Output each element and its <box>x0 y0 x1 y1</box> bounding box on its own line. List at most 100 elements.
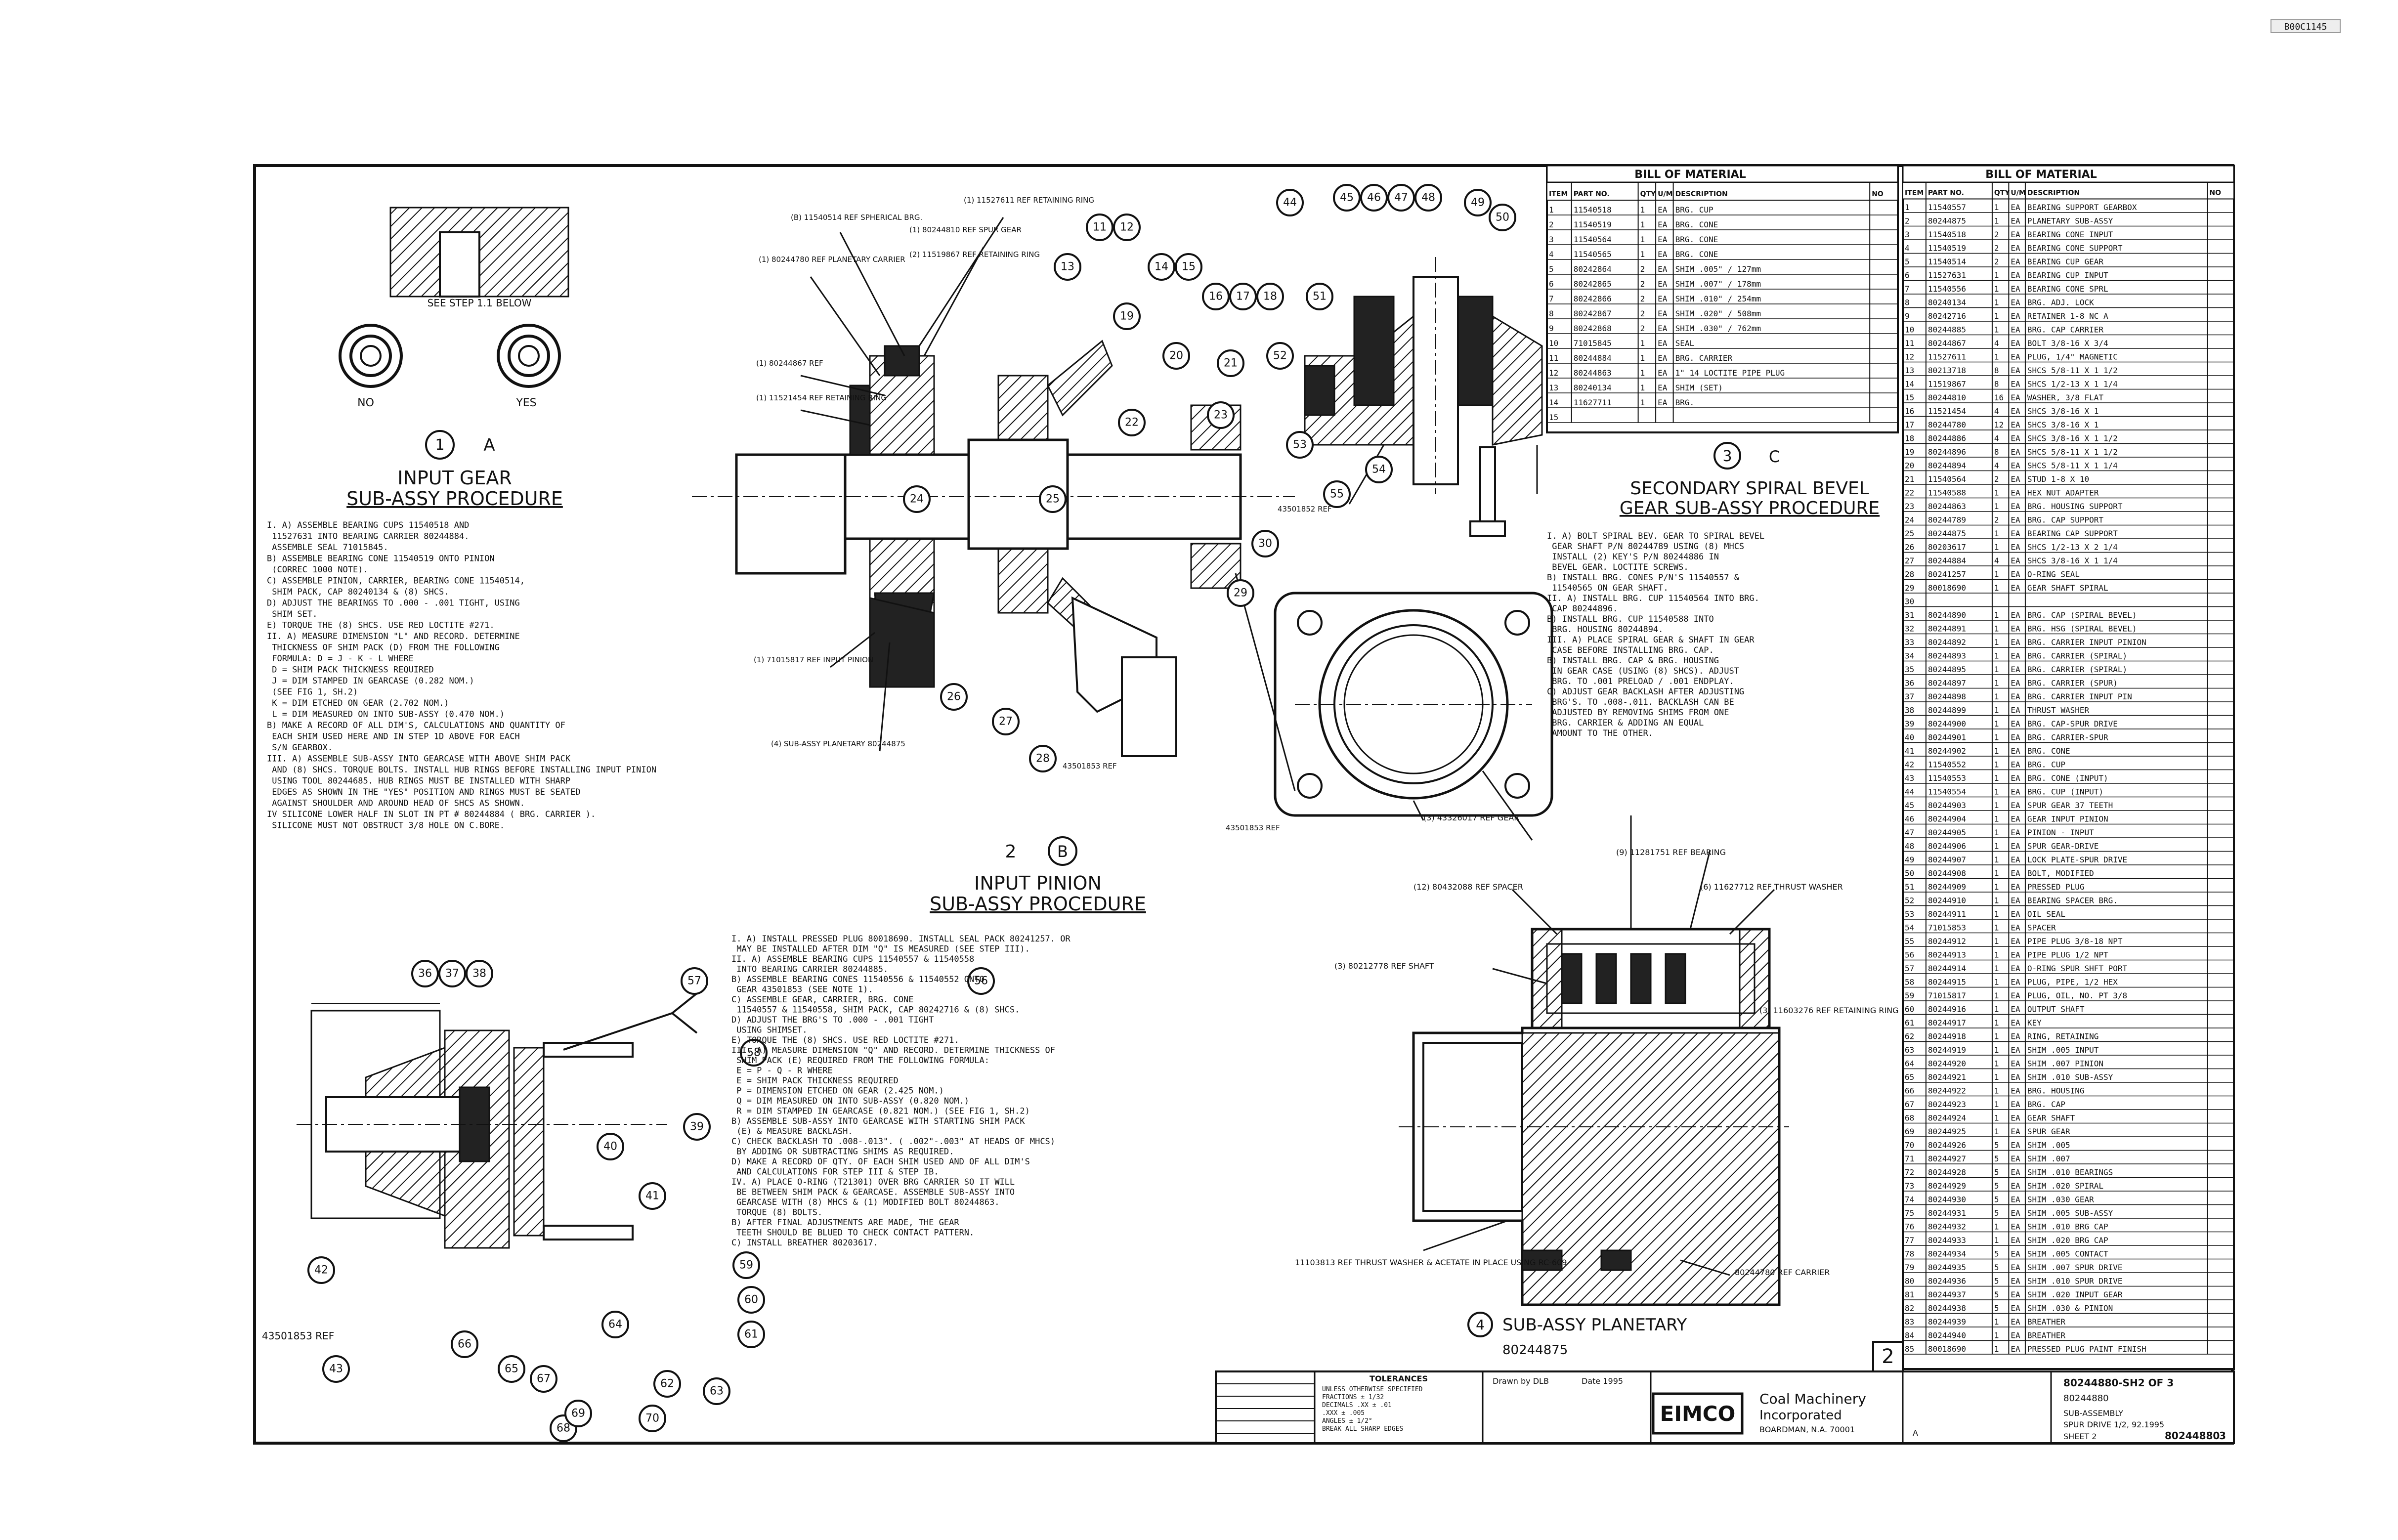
bom-cell: 5 <box>1994 1168 1999 1177</box>
svg-text:(1) 80244810 REF SPUR GEAR: (1) 80244810 REF SPUR GEAR <box>909 225 1022 234</box>
bom-cell: 1 <box>1994 801 1999 810</box>
step-line: C) ASSEMBLE GEAR, CARRIER, BRG. CONE <box>731 995 913 1005</box>
bom-cell: EA <box>2011 434 2020 443</box>
bom-cell: 1 <box>1994 298 1999 307</box>
sheet-box: A <box>1913 1428 1918 1438</box>
svg-text:65: 65 <box>505 1363 518 1375</box>
bom-cell: 80244896 <box>1928 447 1966 457</box>
bom-cell: 41 <box>1905 746 1914 756</box>
bom-cell: 80244863 <box>1928 502 1966 511</box>
item-bubble: 45 <box>1333 184 1361 212</box>
bom-cell: SHIM .020" / 508mm <box>1675 309 1761 318</box>
bom-cell: EA <box>2011 474 2020 484</box>
bom-cell: 4 <box>1994 434 1999 443</box>
bom-cell: 80 <box>1905 1277 1914 1286</box>
bom-cell: 3 <box>1549 235 1554 244</box>
svg-text:62: 62 <box>660 1378 674 1390</box>
bom-cell: 80244937 <box>1928 1290 1966 1299</box>
bom-cell: 1 <box>1994 964 1999 973</box>
bom-cell: 11527631 <box>1928 271 1966 280</box>
bom-cell: 85 <box>1905 1344 1914 1354</box>
bom-cell: 83 <box>1905 1317 1914 1326</box>
bom-cell: EA <box>2011 801 2020 810</box>
bom-cell: 1 <box>1994 583 1999 593</box>
bom-cell: 1 <box>1994 991 1999 1000</box>
bom-cell: RETAINER 1-8 NC A <box>2027 311 2108 321</box>
bom-cell: PRESSED PLUG <box>2027 882 2085 892</box>
bom-cell: 80244924 <box>1928 1113 1966 1123</box>
bom-cell: EA <box>2011 1304 2020 1313</box>
bom-cell: EA <box>2011 1045 2020 1055</box>
bom-cell: 1 <box>1994 1344 1999 1354</box>
bom-cell: SHIM .005 INPUT <box>2027 1045 2099 1055</box>
bom-cell: 67 <box>1905 1100 1914 1109</box>
bom-cell: EA <box>1658 353 1668 363</box>
bom-cell: SHIM .007 PINION <box>2027 1059 2103 1069</box>
bom-cell: BEARING CONE INPUT <box>2027 230 2113 239</box>
bom-cell: 80244902 <box>1928 746 1966 756</box>
view-b-title: INPUT PINION <box>974 872 1102 894</box>
bom-cell: SPUR GEAR-DRIVE <box>2027 842 2099 851</box>
bom-cell: 69 <box>1905 1127 1914 1136</box>
bom-cell: 14 <box>1549 398 1558 407</box>
bom-cell: OUTPUT SHAFT <box>2027 1005 2085 1014</box>
step-line: L = DIM MEASURED ON INTO SUB-ASSY (0.470… <box>267 710 505 720</box>
bom-cell: 5 <box>1905 257 1910 266</box>
svg-text:13: 13 <box>1061 261 1074 273</box>
bom-cell: EA <box>2011 352 2020 362</box>
bom-cell: BEARING CUP GEAR <box>2027 257 2103 266</box>
item-bubble: 12 <box>1113 214 1141 241</box>
bom-cell: EA <box>2011 284 2020 294</box>
step-line: B) AFTER FINAL ADJUSTMENTS ARE MADE, THE… <box>731 1218 959 1228</box>
bom-cell: EA <box>2011 896 2020 905</box>
ring-yes-icon <box>497 324 561 388</box>
bom-cell: 4 <box>1994 461 1999 471</box>
bom-cell: THRUST WASHER <box>2027 706 2090 715</box>
bom-cell: 1 <box>1994 1127 1999 1136</box>
bom-cell: EA <box>2011 583 2020 593</box>
item-bubble: 22 <box>1118 409 1146 436</box>
bom-cell: EA <box>2011 529 2020 538</box>
view-b-labels: (B) 11540514 REF SPHERICAL BRG. (1) 1152… <box>754 196 1332 832</box>
bom-cell: EA <box>2011 311 2020 321</box>
company-line-1: Coal Machinery <box>1759 1391 1866 1407</box>
bom-cell: 11540556 <box>1928 284 1966 294</box>
item-bubble: 11 <box>1086 214 1113 241</box>
step-line: E) TORQUE THE (8) SHCS. USE RED LOCTITE … <box>731 1035 959 1045</box>
dwg-short: 80244880 <box>2165 1430 2220 1442</box>
bom-cell: EA <box>2011 760 2020 770</box>
item-bubble: 63 <box>703 1377 730 1405</box>
bom-cell: 29 <box>1905 583 1914 593</box>
bom-cell: 80018690 <box>1928 1344 1966 1354</box>
bom-cell: 5 <box>1994 1208 1999 1218</box>
sheet-of: SHEET 2 <box>2063 1432 2097 1441</box>
svg-text:28: 28 <box>1036 753 1050 765</box>
bom-cell: 2 <box>1640 264 1645 274</box>
bom-cell: PRESSED PLUG PAINT FINISH <box>2027 1344 2146 1354</box>
step-line: IV. A) PLACE O-RING (T21301) OVER BRG CA… <box>731 1177 1015 1187</box>
bom-cell: EA <box>2011 1331 2020 1340</box>
svg-text:41: 41 <box>645 1190 659 1202</box>
bom-cell: BRG. CAP (SPIRAL BEVEL) <box>2027 610 2137 620</box>
bom-cell: 11540518 <box>1928 230 1966 239</box>
bom-cell: 80244875 <box>1928 529 1966 538</box>
bom-cell: 1 <box>1994 543 1999 552</box>
bom-cell: EA <box>2011 937 2020 946</box>
bom-cell: EA <box>1658 220 1668 229</box>
bom-cell: BRG. CARRIER (SPUR) <box>2027 679 2118 688</box>
